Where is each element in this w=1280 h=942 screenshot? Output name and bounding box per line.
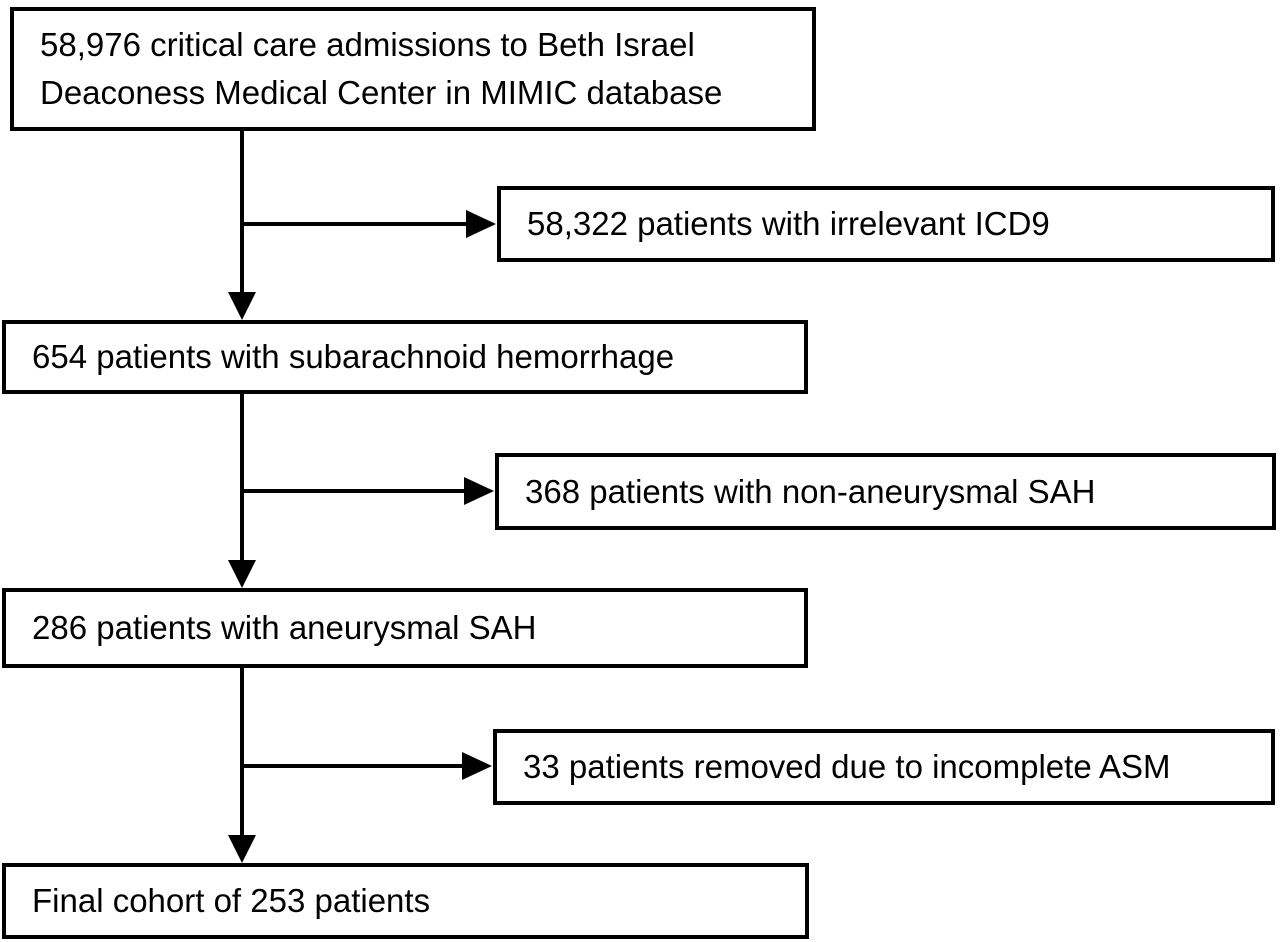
node-aneurysmal-sah-label: 286 patients with aneurysmal SAH xyxy=(32,609,537,647)
arrowhead-right-icon xyxy=(462,752,492,780)
connector-down-3 xyxy=(240,668,244,837)
node-final-cohort: Final cohort of 253 patients xyxy=(2,863,809,939)
node-non-aneurysmal-sah: 368 patients with non-aneurysmal SAH xyxy=(495,453,1276,530)
arrowhead-right-icon xyxy=(464,477,494,505)
arrowhead-down-icon xyxy=(228,560,256,588)
connector-right-1 xyxy=(242,222,468,226)
node-critical-care-admissions-label: 58,976 critical care admissions to Beth … xyxy=(40,26,723,111)
node-irrelevant-icd9: 58,322 patients with irrelevant ICD9 xyxy=(497,186,1275,262)
connector-down-1 xyxy=(240,131,244,294)
node-final-cohort-label: Final cohort of 253 patients xyxy=(32,882,431,920)
arrowhead-down-icon xyxy=(228,292,256,320)
node-irrelevant-icd9-label: 58,322 patients with irrelevant ICD9 xyxy=(527,205,1050,243)
node-aneurysmal-sah: 286 patients with aneurysmal SAH xyxy=(2,588,808,668)
connector-right-2 xyxy=(242,489,466,493)
node-incomplete-asm-label: 33 patients removed due to incomplete AS… xyxy=(523,748,1171,786)
node-critical-care-admissions: 58,976 critical care admissions to Beth … xyxy=(10,7,816,131)
node-subarachnoid-hemorrhage-label: 654 patients with subarachnoid hemorrhag… xyxy=(32,338,675,376)
arrowhead-down-icon xyxy=(228,835,256,863)
arrowhead-right-icon xyxy=(466,210,496,238)
connector-right-3 xyxy=(242,764,464,768)
node-incomplete-asm: 33 patients removed due to incomplete AS… xyxy=(493,729,1275,805)
connector-down-2 xyxy=(240,394,244,562)
node-subarachnoid-hemorrhage: 654 patients with subarachnoid hemorrhag… xyxy=(2,320,808,394)
node-non-aneurysmal-sah-label: 368 patients with non-aneurysmal SAH xyxy=(525,472,1096,510)
